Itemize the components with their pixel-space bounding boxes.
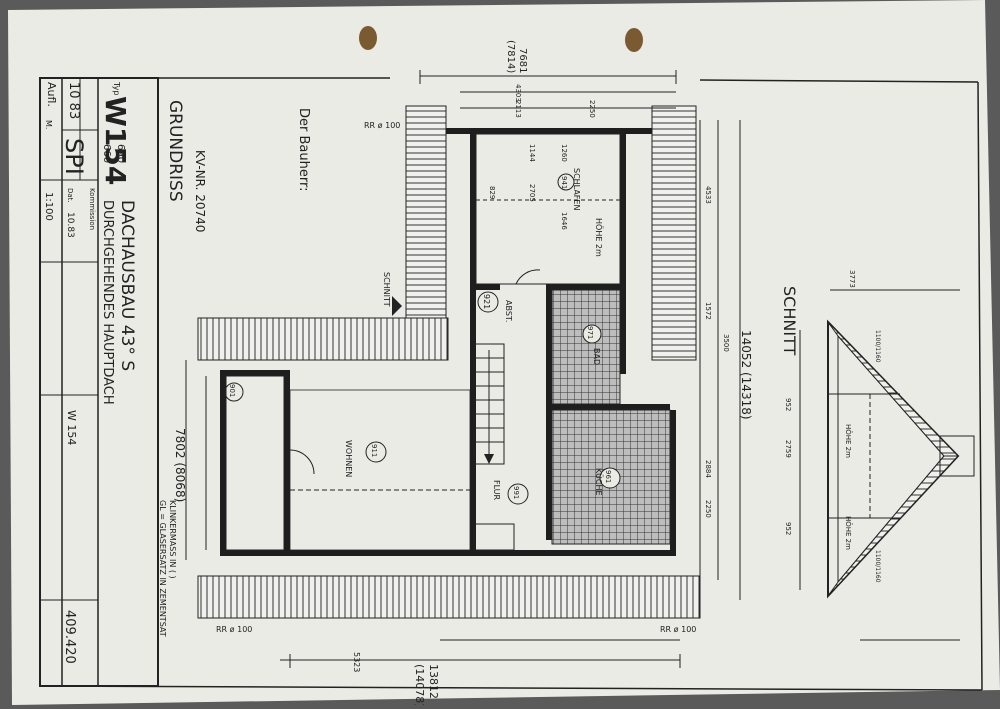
- room-941-height: HÖHE 2m: [594, 218, 604, 257]
- rr-label-top: RR ø 100: [364, 121, 400, 130]
- room-941-number: 941: [560, 176, 568, 189]
- typ-number: W154: [99, 96, 132, 185]
- room-schlafen: [475, 133, 621, 285]
- rr-label-bottom-right: RR ø 100: [660, 625, 696, 634]
- project-subtitle: DURCHGEHENDES HAUPTDACH: [100, 200, 115, 405]
- dim-top-c: 2250: [588, 100, 596, 118]
- room-921-name: ABST.: [504, 300, 513, 322]
- mass-label: M.: [44, 120, 53, 129]
- section-dim-b: 952: [784, 522, 792, 535]
- dim-right-part-4: 2884: [704, 460, 712, 478]
- dim-room-3: 2705: [528, 184, 536, 202]
- plan-note-2: GL = GLASERSATZ IN ZEMENTSAT: [158, 500, 167, 637]
- dim-right-part-3: 3500: [722, 334, 730, 352]
- room-971-number: 971: [586, 326, 594, 339]
- dimension-lines: [185, 70, 741, 668]
- dim-top-a: 4303: [514, 84, 522, 102]
- dim-room-2: 1260: [560, 144, 568, 162]
- door-swing: [289, 449, 315, 475]
- typ-sub2: 690: [115, 144, 126, 163]
- door-swing: [515, 269, 541, 285]
- dim-right-part-1: 4533: [704, 186, 712, 204]
- section-dim-top: 3773: [848, 270, 856, 288]
- dim-right-total: 14052 (14318): [739, 330, 753, 420]
- room-991-number: 991: [512, 486, 520, 499]
- dim-right-part-2: 1572: [704, 302, 712, 320]
- plan-heading: GRUNDRISS: [165, 100, 185, 202]
- typ-label: Typ: [112, 81, 121, 95]
- kv-number: KV-NR. 20740: [193, 150, 207, 232]
- dim-room-1: 1144: [528, 144, 536, 162]
- dim-bottom-total-alt: (14078): [413, 664, 426, 705]
- typ-sub1: 660: [101, 144, 112, 163]
- roof-plane-left: [197, 317, 449, 361]
- room-961-name: KÜCHE: [594, 468, 604, 496]
- section-label-bottom: 1100/1160: [874, 550, 881, 583]
- room-991-name: FLUR: [492, 480, 501, 501]
- spi-code: SPI: [60, 138, 88, 175]
- room-921-number: 921: [482, 294, 491, 309]
- plan-note-1: KLINKERMASS IN ( ): [168, 500, 177, 579]
- schnitt-marker-label: SCHNITT: [382, 272, 391, 307]
- section-drawing: [799, 289, 975, 641]
- dim-top-total-alt: (7814): [505, 40, 516, 73]
- small-code: W 154: [65, 410, 78, 445]
- section-label-top: 1100/1160: [874, 330, 881, 363]
- aufl-value: 10 83: [66, 82, 81, 119]
- roof-plane-top-left: [405, 105, 447, 359]
- section-hoehe-lower: HÖHE 2m: [844, 516, 853, 550]
- room-911-name: WOHNEN: [344, 440, 353, 477]
- scale: 1:100: [43, 192, 54, 221]
- room-941-name: SCHLAFEN: [572, 168, 581, 210]
- section-dim-a: 952: [784, 398, 792, 411]
- walls: [220, 128, 676, 556]
- datum: 10.83: [65, 212, 75, 238]
- dim-room-4: 1646: [560, 212, 568, 230]
- dim-right-part-5: 2250: [704, 500, 712, 518]
- project-title: DACHAUSBAU 43° S: [117, 200, 137, 371]
- chimney: [473, 523, 515, 551]
- title-block: [39, 77, 159, 687]
- drawing-number: 409.420: [62, 610, 77, 664]
- room-901: [225, 375, 285, 551]
- roof-plane-top-right: [651, 105, 697, 361]
- dim-bottom-a: 5323: [352, 652, 361, 672]
- rr-label-bottom-left: RR ø 100: [216, 625, 252, 634]
- datum-label: Dat.: [66, 188, 74, 203]
- staircase: [473, 343, 505, 465]
- room-971-name: BAD: [592, 348, 601, 365]
- room-911-number: 911: [370, 444, 378, 457]
- roof-plane-bottom: [197, 575, 701, 619]
- dim-top-b: 2113: [514, 100, 522, 118]
- room-961-number: 961: [604, 470, 612, 483]
- room-901-number: 901: [228, 384, 236, 397]
- punch-hole: [359, 26, 377, 50]
- dim-room-5: 829: [488, 186, 496, 199]
- room-bad: [551, 289, 621, 405]
- dim-bottom-total: 13812: [427, 664, 440, 699]
- dim-left-main: 7802 (8068): [173, 428, 187, 502]
- schnitt-arrow-icon: [392, 296, 402, 316]
- section-dim-mid: 2759: [784, 440, 792, 458]
- aufl-label: Aufl.: [45, 82, 58, 107]
- bauherr-label: Der Bauherr:: [296, 108, 311, 191]
- kommission-label: Kommission: [88, 188, 96, 230]
- punch-hole: [625, 28, 643, 52]
- section-hoehe-upper: HÖHE 2m: [844, 424, 853, 458]
- room-wohnen: [289, 389, 471, 551]
- section-heading: SCHNITT: [780, 286, 799, 356]
- dim-top-total: 7681: [517, 48, 528, 73]
